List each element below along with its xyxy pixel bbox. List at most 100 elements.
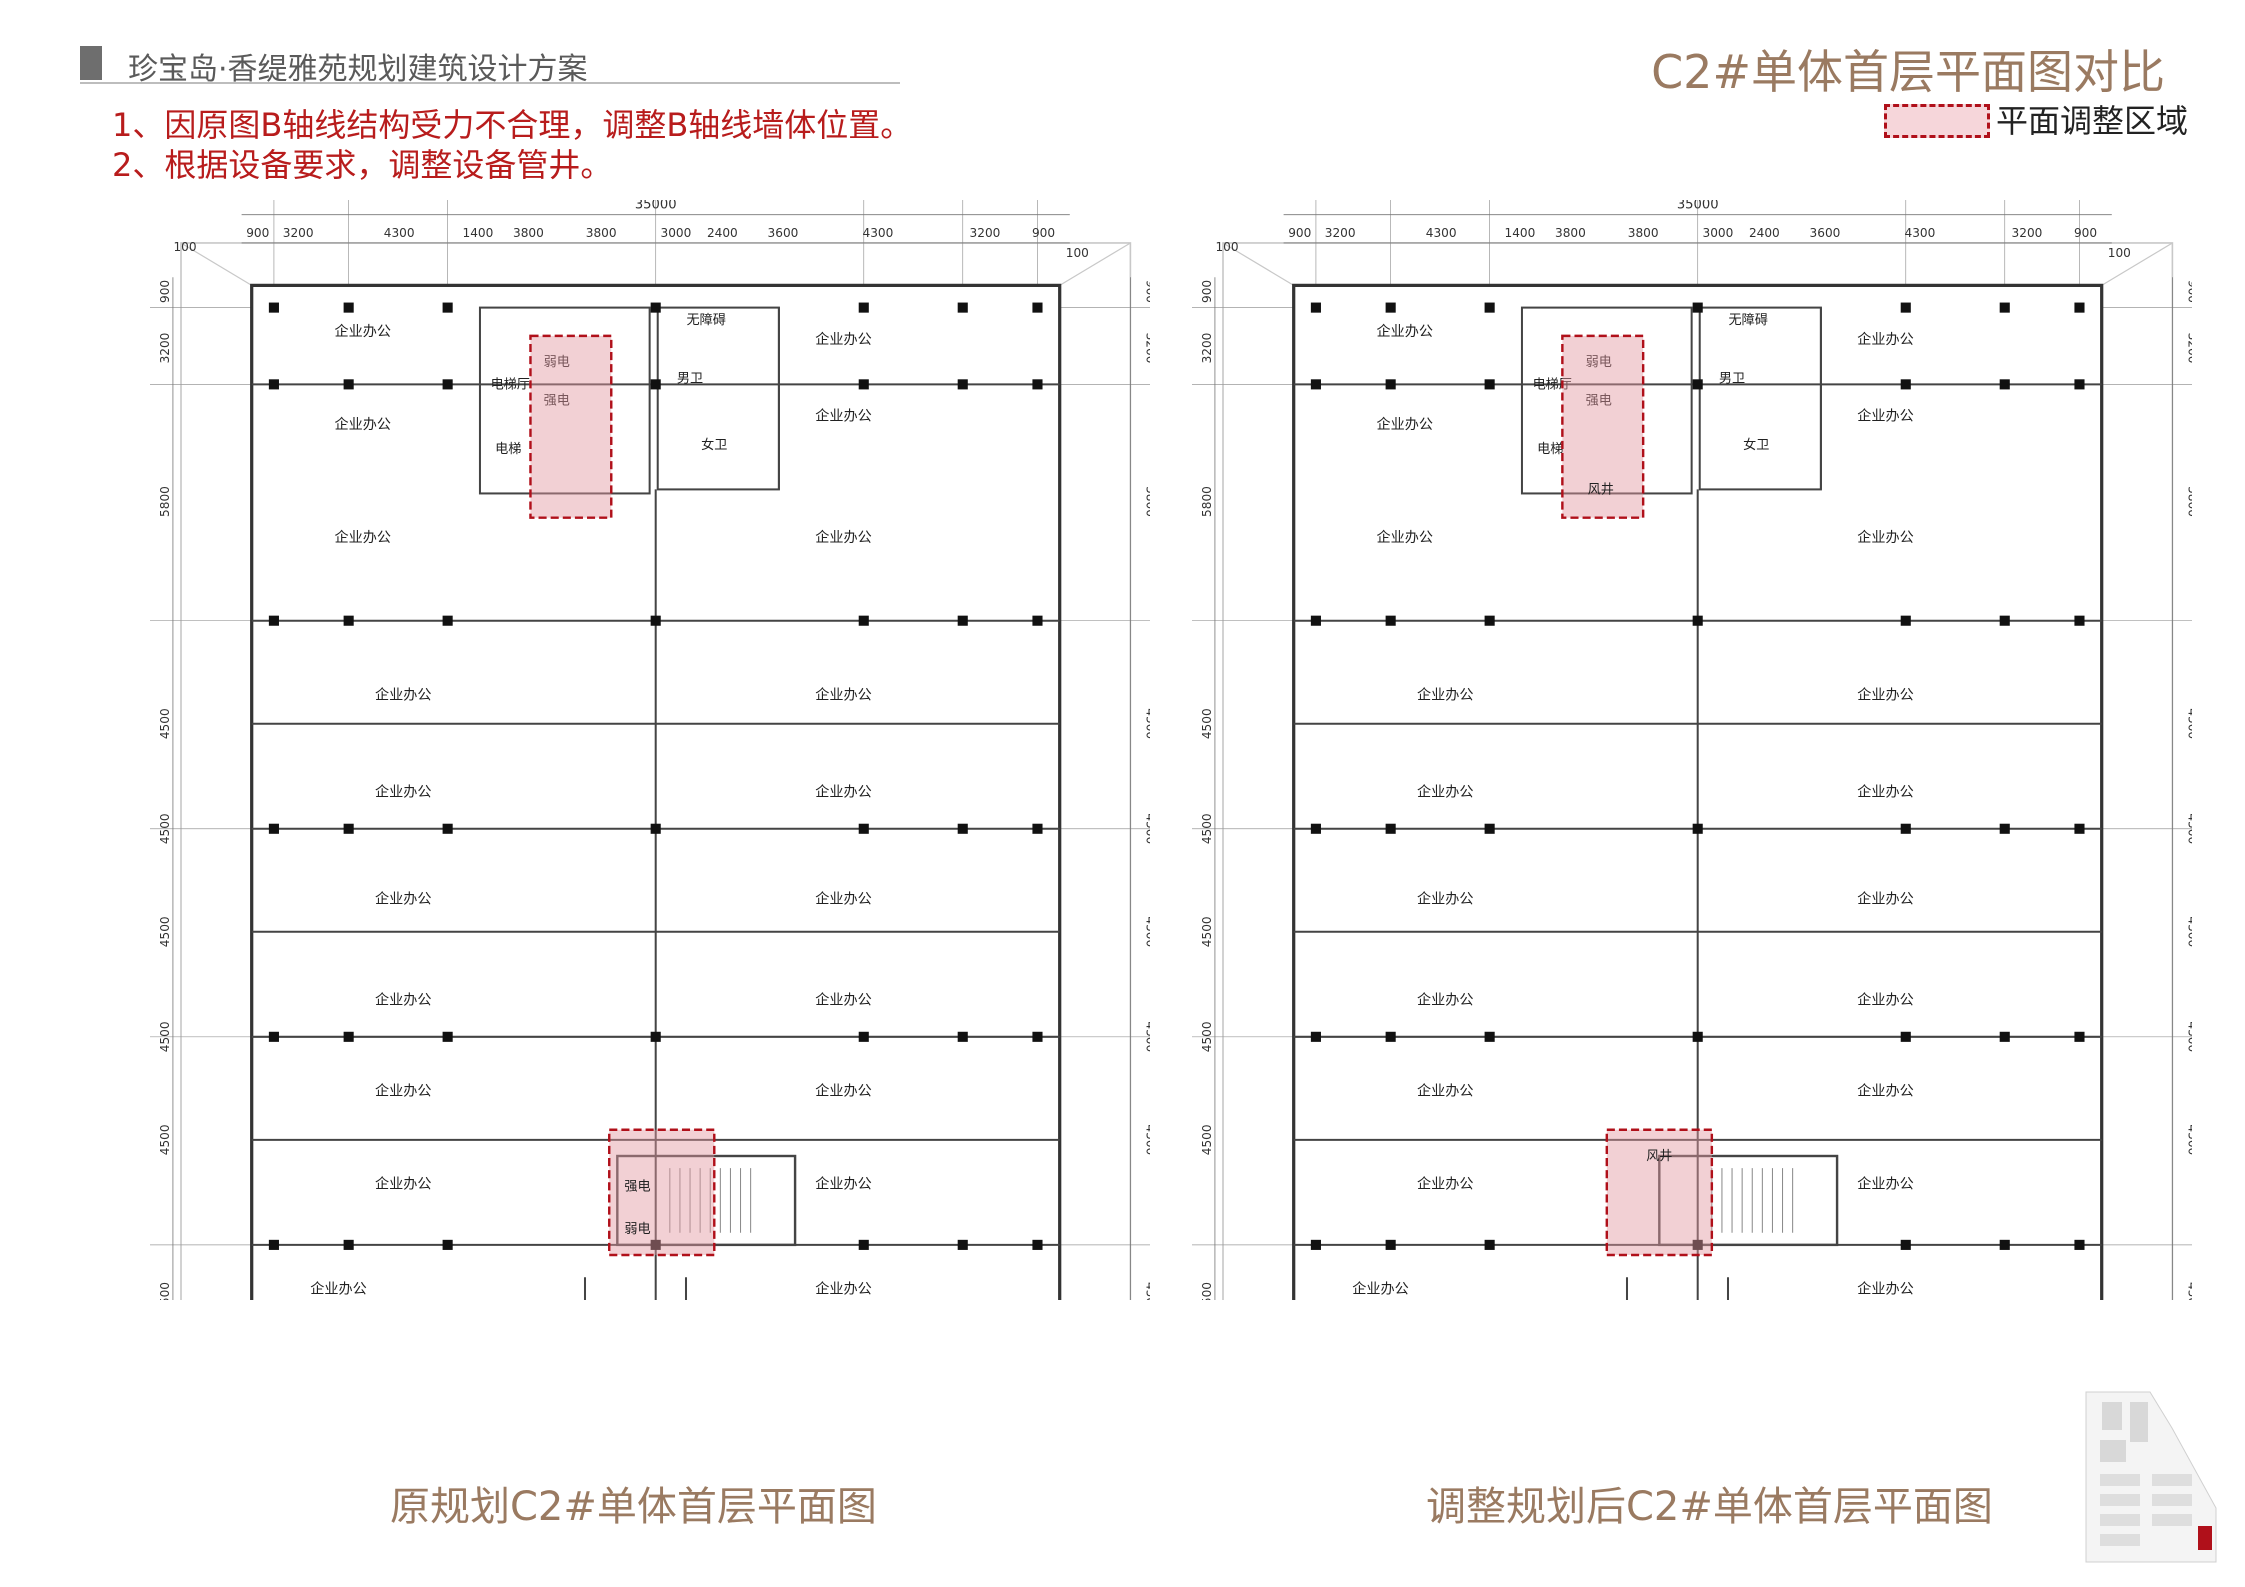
dimension-side-right: 5800 xyxy=(1144,486,1150,517)
dimension-top: 3600 xyxy=(1810,226,1841,240)
stair-core xyxy=(1658,1154,1839,1247)
dimension-side-left: 5800 xyxy=(158,486,172,517)
dimension-side-left: 4500 xyxy=(1200,708,1214,739)
column xyxy=(1692,615,1703,626)
dimension-side-left: 4500 xyxy=(1200,1282,1214,1300)
room-label-office: 企业办公 xyxy=(1417,992,1474,1009)
column xyxy=(650,302,661,313)
dimension-side-left: 4500 xyxy=(158,813,172,844)
dimension-side-right: 4500 xyxy=(1144,708,1150,739)
dimension-side-left: 4500 xyxy=(158,1282,172,1300)
core-block xyxy=(478,306,651,495)
room-label-office: 企业办公 xyxy=(1857,1280,1914,1297)
column xyxy=(268,615,279,626)
column xyxy=(2074,823,2085,834)
column xyxy=(1310,302,1321,313)
dimension-side-right: 4500 xyxy=(1144,916,1150,947)
column xyxy=(1484,823,1495,834)
column xyxy=(957,302,968,313)
dimension-side-right: 4500 xyxy=(1144,1021,1150,1052)
column xyxy=(858,379,869,390)
column xyxy=(1999,823,2010,834)
room-label-office: 企业办公 xyxy=(815,891,872,908)
column xyxy=(1385,823,1396,834)
column xyxy=(1484,379,1495,390)
room-label-office: 企业办公 xyxy=(375,1175,432,1192)
dimension-top: 3000 xyxy=(1702,226,1733,240)
dimension-side-left: 4500 xyxy=(158,1124,172,1155)
column xyxy=(1900,823,1911,834)
room-label-office: 企业办公 xyxy=(1377,416,1434,433)
room-label-office: 企业办公 xyxy=(1857,1175,1914,1192)
room-label-office: 企业办公 xyxy=(375,992,432,1009)
page-title: C2#单体首层平面图对比 xyxy=(1651,45,2165,99)
plan-drawing: 企业办公企业办公企业办公企业办公企业办公企业办公企业办公企业办公企业办公企业办公… xyxy=(150,200,1150,1300)
column xyxy=(442,302,453,313)
room-label-office: 企业办公 xyxy=(310,1280,367,1297)
dimension-top: 900 xyxy=(2074,226,2097,240)
room-label-office: 企业办公 xyxy=(1417,686,1474,703)
column xyxy=(268,1031,279,1042)
column xyxy=(268,302,279,313)
room-label-office: 企业办公 xyxy=(1377,323,1434,340)
dimension-total-top: 35000 xyxy=(635,200,677,213)
roof-ridge-line xyxy=(1222,242,1295,286)
column xyxy=(1999,1031,2010,1042)
room-label-elevator-hall: 电梯厅 xyxy=(491,376,530,392)
dimension-top: 900 xyxy=(1032,226,1055,240)
room-label-office: 企业办公 xyxy=(815,1175,872,1192)
room-label-office: 企业办公 xyxy=(1857,783,1914,800)
room-label-office: 企业办公 xyxy=(335,323,392,340)
room-label-office: 企业办公 xyxy=(1417,1175,1474,1192)
room-label-office: 企业办公 xyxy=(1857,1082,1914,1099)
dimension-side-right: 4500 xyxy=(2186,1021,2192,1052)
dimension-top: 3600 xyxy=(768,226,799,240)
note-2: 2、根据设备要求，调整设备管井。 xyxy=(112,146,613,184)
column xyxy=(1385,615,1396,626)
legend-label: 平面调整区域 xyxy=(1996,102,2189,140)
dimension-side-left: 900 xyxy=(1200,280,1214,303)
column xyxy=(650,1239,661,1250)
room-label-office: 企业办公 xyxy=(1857,891,1914,908)
room-label-office: 企业办公 xyxy=(815,529,872,546)
dimension-side-right: 3200 xyxy=(1144,333,1150,364)
column xyxy=(2074,615,2085,626)
column xyxy=(957,1239,968,1250)
column xyxy=(1310,615,1321,626)
dimension-side-left: 3200 xyxy=(1200,333,1214,364)
site-keymap-icon xyxy=(2085,1391,2217,1563)
column xyxy=(2074,379,2085,390)
column xyxy=(343,1031,354,1042)
column xyxy=(442,1031,453,1042)
column xyxy=(1999,302,2010,313)
column xyxy=(858,302,869,313)
dimension-side-right: 4500 xyxy=(2186,1282,2192,1300)
dimension-side-left: 900 xyxy=(158,280,172,303)
dimension-side-right: 4500 xyxy=(1144,813,1150,844)
column xyxy=(1900,379,1911,390)
dimension-side-right: 3200 xyxy=(2186,333,2192,364)
room-label-strong-current: 强电 xyxy=(624,1178,650,1194)
room-label-office: 企业办公 xyxy=(1417,1082,1474,1099)
column xyxy=(1310,1239,1321,1250)
column xyxy=(442,615,453,626)
dimension-side-right: 900 xyxy=(2186,280,2192,303)
column xyxy=(343,823,354,834)
dimension-top-offset: 100 xyxy=(2108,246,2131,260)
column xyxy=(957,1031,968,1042)
note-1: 1、因原图B轴线结构受力不合理，调整B轴线墙体位置。 xyxy=(112,106,913,144)
room-label-office: 企业办公 xyxy=(1857,686,1914,703)
column xyxy=(650,823,661,834)
column xyxy=(1692,1031,1703,1042)
column xyxy=(268,1239,279,1250)
room-label-elevator: 电梯 xyxy=(1537,441,1563,457)
room-label-office: 企业办公 xyxy=(375,891,432,908)
column xyxy=(858,1031,869,1042)
room-label-office: 企业办公 xyxy=(815,331,872,348)
column xyxy=(2074,1239,2085,1250)
room-label-office: 企业办公 xyxy=(1352,1280,1409,1297)
column xyxy=(1900,1031,1911,1042)
dimension-side-right: 4500 xyxy=(2186,708,2192,739)
header-accent-bar xyxy=(80,46,102,80)
column xyxy=(1385,379,1396,390)
